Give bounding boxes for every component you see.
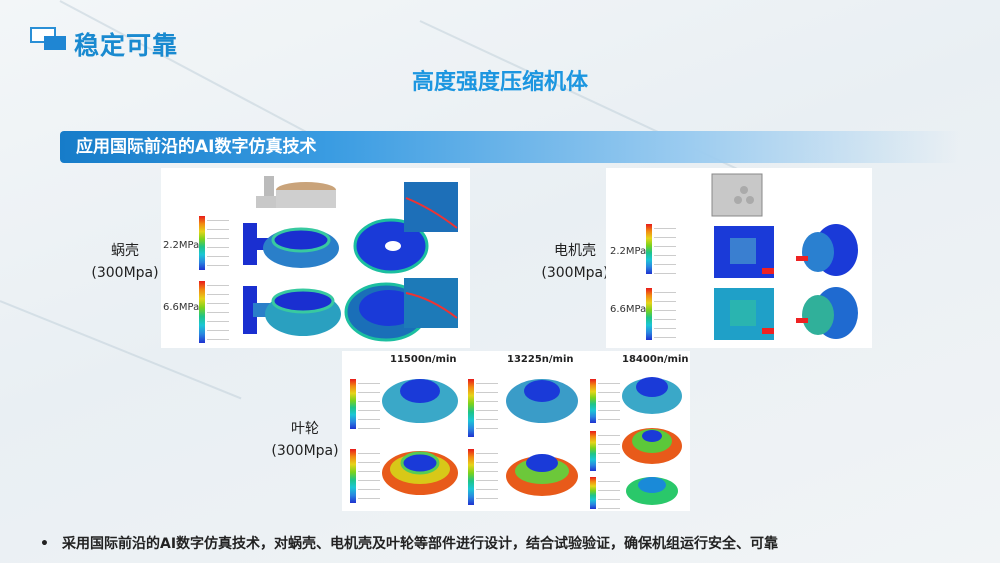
impeller-rating: (300Mpa) [271, 443, 339, 459]
volute-rating: (300Mpa) [91, 265, 159, 281]
pressure-label: 2.2MPa [163, 240, 200, 251]
pressure-label: 2.2MPa [610, 246, 647, 257]
motor-housing-model-icon [711, 173, 858, 340]
page-title: 高度强度压缩机体 [411, 70, 588, 95]
impeller-label: 叶轮 (300Mpa) [270, 418, 340, 462]
volute-label: 蜗壳 (300Mpa) [90, 240, 160, 284]
stress-legend [590, 477, 620, 509]
footer-text: 采用国际前沿的AI数字仿真技术，对蜗壳、电机壳及叶轮等部件进行设计，结合试验验证… [62, 536, 779, 552]
impeller-model-icon [382, 377, 682, 505]
bg-streak [419, 20, 783, 191]
speed-label: 13225n/min [507, 354, 574, 365]
volute-model-icon [243, 176, 458, 342]
stress-legend [590, 379, 620, 423]
stress-legend [468, 449, 498, 505]
stress-legend [199, 216, 229, 270]
motor-housing-name: 电机壳 [554, 243, 596, 259]
motor-housing-label: 电机壳 (300Mpa) [540, 240, 610, 284]
impeller-name: 叶轮 [291, 421, 319, 437]
stress-legend [646, 224, 676, 274]
stress-legend [350, 379, 380, 429]
motor-housing-simulation-image: 2.2MPa 6.6MPa [606, 168, 872, 348]
pressure-label: 6.6MPa [163, 302, 200, 313]
impeller-simulation-image: 11500n/min 13225n/min 18400n/min [342, 351, 690, 511]
volute-simulation-image: 2.2MPa 6.6MPa [161, 168, 470, 348]
bullet-dot: • [40, 536, 49, 552]
stress-legend [350, 449, 380, 503]
speed-label: 11500n/min [390, 354, 457, 365]
stress-legend [199, 281, 229, 343]
volute-name: 蜗壳 [111, 243, 139, 259]
motor-housing-rating: (300Mpa) [541, 265, 609, 281]
brand-logo-icon [30, 27, 70, 55]
stress-legend [590, 431, 620, 471]
pressure-label: 6.6MPa [610, 304, 647, 315]
brand-title: 稳定可靠 [74, 31, 179, 60]
footer-bullet: • 采用国际前沿的AI数字仿真技术，对蜗壳、电机壳及叶轮等部件进行设计，结合试验验… [40, 533, 778, 553]
stress-legend [646, 288, 676, 340]
section-banner: 应用国际前沿的AI数字仿真技术 [60, 131, 960, 163]
stress-legend [468, 379, 498, 437]
speed-label: 18400n/min [622, 354, 689, 365]
